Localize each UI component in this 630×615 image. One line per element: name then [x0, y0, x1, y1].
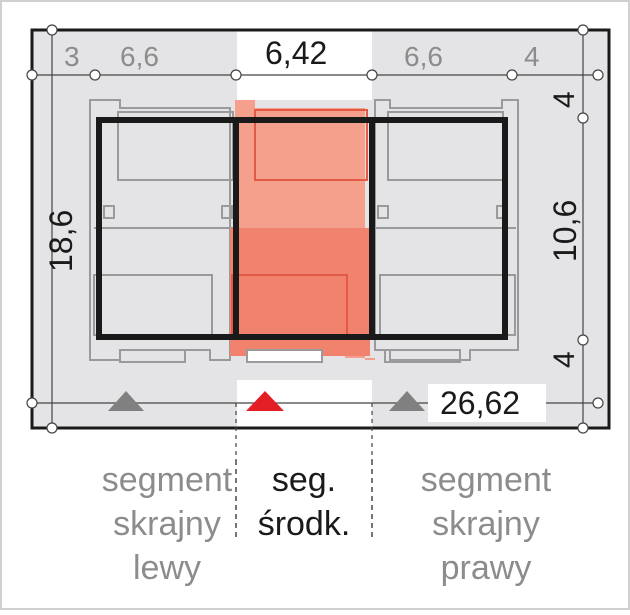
segment-outlines	[96, 117, 508, 340]
dim-left-height: 18,6	[43, 210, 79, 272]
dimension-label-background	[237, 30, 372, 100]
right-segment-line-2: skrajny	[432, 505, 540, 543]
middle-segment-label: seg. środk.	[236, 458, 372, 546]
middle-segment-line-2: środk.	[257, 505, 351, 543]
dim-right-2: 10,6	[547, 200, 583, 262]
dim-node	[506, 69, 518, 81]
dim-node	[592, 69, 604, 81]
right-terrace	[384, 349, 461, 363]
right-window-mark	[377, 205, 389, 219]
left-terrace	[119, 349, 186, 363]
right-segment-label: segment skrajny prawy	[396, 458, 576, 590]
left-segment-line-3: lewy	[132, 549, 202, 587]
left-window-mark	[103, 205, 115, 219]
right-segment-line-3: prawy	[440, 549, 532, 587]
right-segment-line-1: segment	[420, 461, 552, 499]
left-segment-line-2: skrajny	[113, 505, 221, 543]
plot-boundary	[30, 28, 611, 430]
dim-top-1: 3	[64, 41, 80, 72]
middle-upper-room	[254, 109, 368, 181]
left-segment-line-1: segment	[101, 461, 233, 499]
dim-top-2: 6,6	[120, 41, 159, 72]
dim-node	[577, 334, 589, 346]
dim-node	[592, 397, 604, 409]
left-entrance-triangle-icon	[108, 391, 144, 411]
dim-node	[577, 422, 589, 434]
middle-entrance-triangle-icon	[246, 391, 284, 411]
left-segment-label: segment skrajny lewy	[92, 458, 242, 590]
middle-segment-highlight	[230, 100, 375, 363]
dim-node	[46, 24, 58, 36]
dim-right-1: 4	[548, 91, 581, 108]
dim-right-3: 4	[548, 351, 581, 368]
middle-segment-line-1: seg.	[271, 461, 337, 499]
dim-node	[577, 24, 589, 36]
dim-top-4: 6,6	[404, 41, 443, 72]
dim-node	[89, 69, 101, 81]
left-footprint	[89, 99, 231, 361]
dim-top-3: 6,42	[265, 35, 327, 71]
dim-node	[230, 69, 242, 81]
dim-node	[46, 422, 58, 434]
dim-node	[26, 397, 38, 409]
dim-node	[577, 112, 589, 124]
right-entrance-triangle-icon	[389, 391, 425, 411]
dim-node	[366, 69, 378, 81]
left-window-mark-2	[221, 205, 233, 219]
dim-node	[26, 69, 38, 81]
dim-top-5: 4	[524, 41, 540, 72]
right-segment-outline	[369, 117, 508, 340]
total-width-label-bg	[428, 384, 546, 422]
dim-total-width: 26,62	[440, 385, 520, 421]
middle-terrace	[246, 349, 323, 363]
